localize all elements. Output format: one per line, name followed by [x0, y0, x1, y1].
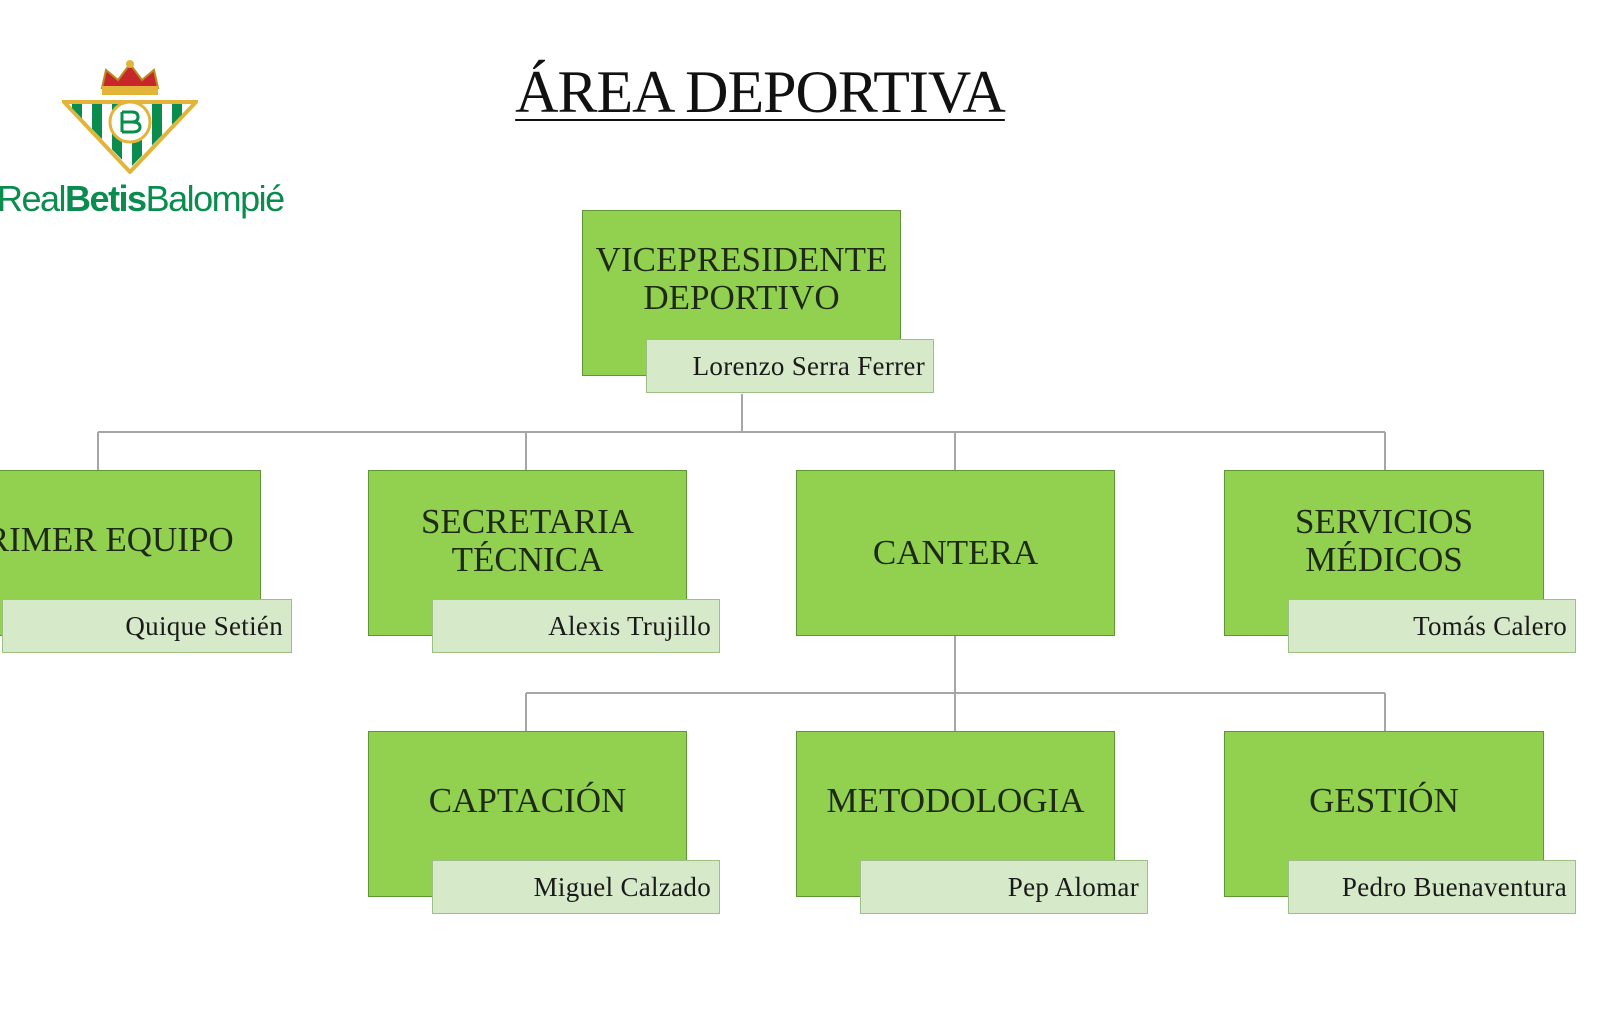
node-title: PRIMER EQUIPO — [0, 520, 234, 559]
node-title: CAPTACIÓN — [428, 781, 627, 820]
node-title: GESTIÓN — [1309, 781, 1459, 820]
person-tag: Lorenzo Serra Ferrer — [646, 339, 934, 393]
person-tag: Pep Alomar — [860, 860, 1148, 914]
person-tag: Tomás Calero — [1288, 599, 1576, 653]
club-logo: RealBetisBalompié — [0, 58, 285, 228]
logo-wordmark: RealBetisBalompié — [0, 178, 285, 219]
node-title: CANTERA — [872, 533, 1039, 572]
page-title: ÁREA DEPORTIVA — [515, 59, 1006, 125]
node-title: METODOLOGIA — [826, 781, 1085, 820]
person-tag: Quique Setién — [2, 599, 292, 653]
person-tag: Miguel Calzado — [432, 860, 720, 914]
person-tag: Alexis Trujillo — [432, 599, 720, 653]
node-title: VICEPRESIDENTE DEPORTIVO — [595, 240, 888, 317]
crest-icon — [62, 60, 198, 174]
node-title: SERVICIOS MÉDICOS — [1294, 502, 1474, 579]
person-tag: Pedro Buenaventura — [1288, 860, 1576, 914]
node-cantera: CANTERA — [796, 470, 1115, 636]
node-title: SECRETARIA TÉCNICA — [420, 502, 635, 579]
